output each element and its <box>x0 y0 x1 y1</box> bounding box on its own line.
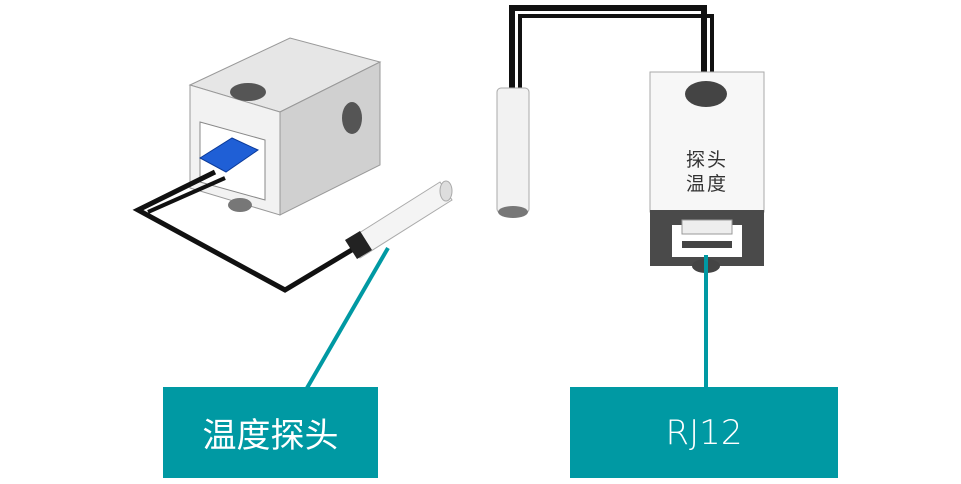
cube-housing <box>188 37 382 216</box>
module-text-line1: 探头 <box>685 149 728 171</box>
module-text-line2: 温度 <box>685 173 728 195</box>
probe-cable <box>132 169 357 293</box>
connector-label: RJ12 <box>570 387 838 478</box>
probe-pointer-line <box>305 246 390 390</box>
rj12-module <box>649 71 765 273</box>
probe-tube-right <box>496 87 530 218</box>
module-text: 探头 温度 <box>660 148 754 196</box>
rj12-cable <box>509 5 707 95</box>
probe-tube <box>345 180 453 259</box>
probe-label: 温度探头 <box>163 387 378 478</box>
